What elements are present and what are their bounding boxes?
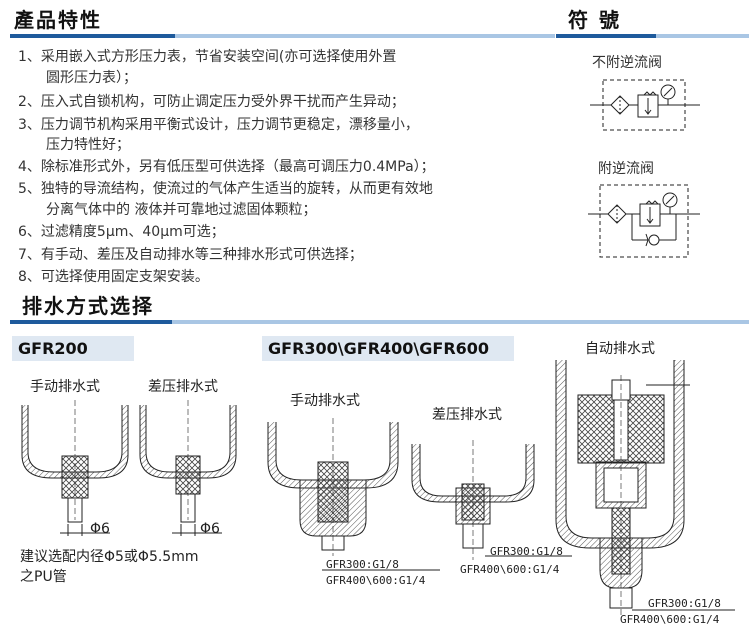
gfr300-manual-drawing xyxy=(267,418,440,571)
drain-heading-bar xyxy=(10,320,172,324)
gfr200-manual-drawing xyxy=(21,400,129,536)
gfr300-diff-label: 差压排水式 xyxy=(432,407,502,423)
symbol-heading: 符 號 xyxy=(568,8,621,32)
symbol-with-check-label: 附逆流阀 xyxy=(598,161,654,177)
gfr200-diff-drawing xyxy=(139,400,237,536)
symbol-without-check-label: 不附逆流阀 xyxy=(592,55,662,71)
symbol-heading-rule xyxy=(656,34,749,38)
feature-5: 5、独特的导流结构，使流过的气体产生适当的旋转，从而更有效地 xyxy=(18,181,433,197)
gfr300-diff-port2: GFR400\600:G1/4 xyxy=(460,563,560,576)
drain-heading-rule xyxy=(172,320,749,324)
gfr300-diff-port1: GFR300:G1/8 xyxy=(490,545,563,558)
gfr300-manual-port1: GFR300:G1/8 xyxy=(326,558,399,571)
auto-drain-port1: GFR300:G1/8 xyxy=(648,597,721,610)
feature-1-cont: 圆形压力表）； xyxy=(46,70,137,86)
gfr300-manual-port2: GFR400\600:G1/4 xyxy=(326,574,426,587)
drain-heading: 排水方式选择 xyxy=(22,294,154,318)
features-heading-bar xyxy=(10,34,175,38)
auto-drain-label: 自动排水式 xyxy=(585,341,655,357)
symbol-heading-bar xyxy=(556,34,656,38)
gfr200-manual-label: 手动排水式 xyxy=(30,379,100,395)
auto-drain-port2: GFR400\600:G1/4 xyxy=(620,613,720,626)
feature-7: 7、有手动、差压及自动排水等三种排水形式可供选择； xyxy=(18,247,363,263)
gfr200-diff-label: 差压排水式 xyxy=(148,379,218,395)
feature-5-cont: 分离气体中的 液体并可靠地过滤固体颗粒； xyxy=(46,202,317,218)
features-heading: 產品特性 xyxy=(14,8,102,32)
feature-6: 6、过滤精度5μm、40μm可选； xyxy=(18,224,225,240)
gfr200-dia2: Φ6 xyxy=(200,521,220,537)
feature-8: 8、可选择使用固定支架安装。 xyxy=(18,269,209,285)
feature-4: 4、除标准形式外，另有低压型可供选择（最高可调压力0.4MPa）； xyxy=(18,159,435,175)
gfr200-tab: GFR200 xyxy=(12,336,134,361)
feature-3: 3、压力调节机构采用平衡式设计，压力调节更稳定，漂移量小， xyxy=(18,117,419,133)
gfr200-note-cont: 之PU管 xyxy=(20,569,67,585)
feature-3-cont: 压力特性好； xyxy=(46,137,130,153)
gfr300-manual-label: 手动排水式 xyxy=(290,393,360,409)
gfr300-tab: GFR300\GFR400\GFR600 xyxy=(262,336,514,361)
feature-1: 1、采用嵌入式方形压力表，节省安装空间(亦可选择使用外置 xyxy=(18,49,397,65)
auto-drain-drawing xyxy=(555,360,735,615)
feature-2: 2、压入式自锁机构，可防止调定压力受外界干扰而产生异动； xyxy=(18,94,405,110)
features-heading-rule xyxy=(175,34,555,38)
gfr300-diff-drawing xyxy=(411,440,572,560)
gfr200-dia1: Φ6 xyxy=(90,521,110,537)
gfr200-note: 建议选配内径Φ5或Φ5.5mm xyxy=(20,549,199,565)
